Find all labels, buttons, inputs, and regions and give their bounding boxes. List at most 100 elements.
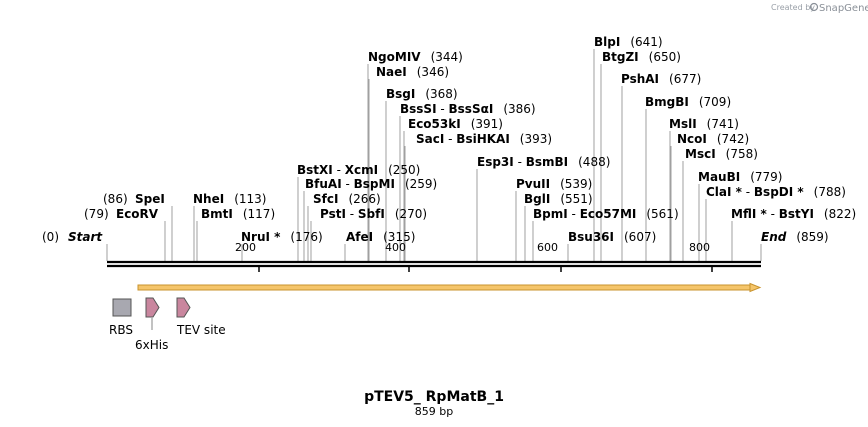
tev-arrow-icon — [176, 297, 191, 318]
site-pshai[interactable]: PshAI(677) — [621, 72, 701, 86]
site-name: BtgZI(650) — [602, 50, 681, 64]
site-name: NruI * (176) — [241, 230, 323, 244]
site-enzyme: Eco53kI — [408, 117, 461, 131]
site-bsu36i[interactable]: Bsu36I(607) — [568, 230, 656, 244]
site-eco53ki[interactable]: Eco53kI(391) — [408, 117, 503, 131]
site-nhei[interactable]: NheI (113) — [193, 192, 266, 206]
site-enzyme: BmgBI — [645, 95, 689, 109]
site-enzyme: EcoRV — [116, 207, 159, 221]
restriction-sites: (0)Start (79)EcoRV(86)SpeI NheI (113)BmtI(1… — [42, 35, 856, 244]
site-enzyme: NheI — [193, 192, 224, 206]
site-enzyme: BstYI — [779, 207, 814, 221]
site-name: PvuII(539) — [516, 177, 592, 191]
site-msci[interactable]: MscI (758) — [685, 147, 758, 161]
site-separator: - — [444, 132, 456, 146]
site-position: (488) — [578, 155, 610, 169]
site-enzyme: PstI — [320, 207, 346, 221]
site-enzyme: SfcI — [313, 192, 338, 206]
feature-label: RBS — [109, 323, 133, 337]
site-name: EcoRV — [116, 207, 159, 221]
site-spei[interactable]: (86)SpeI — [103, 192, 165, 206]
site-name: Eco53kI(391) — [408, 117, 503, 131]
sequence-name: pTEV5_ RpMatB_1 — [364, 389, 504, 405]
site-enzyme: SpeI — [135, 192, 165, 206]
site-leader-lines — [106, 49, 762, 261]
site-bmgbi[interactable]: BmgBI(709) — [645, 95, 731, 109]
site-enzyme: BglI — [524, 192, 550, 206]
site-separator: - — [742, 185, 754, 199]
site-separator: - — [514, 155, 526, 169]
site-enzyme: NaeI — [376, 65, 407, 79]
site-position: (346) — [417, 65, 449, 79]
feature-tev-site[interactable]: TEV site — [176, 297, 226, 337]
site-enzyme: BsmBI — [526, 155, 568, 169]
site-position: (315) — [383, 230, 415, 244]
site-btgzi[interactable]: BtgZI(650) — [602, 50, 681, 64]
site-enzyme: NruI * — [241, 230, 281, 244]
site-enzyme: SbfI — [358, 207, 385, 221]
site-afei[interactable]: AfeI(315) — [346, 230, 415, 244]
site-position: (386) — [503, 102, 535, 116]
credit-brand: SnapGene — [819, 3, 868, 14]
site-nrui[interactable]: NruI * (176) — [241, 230, 323, 244]
site-enzyme: BtgZI — [602, 50, 639, 64]
site-enzyme: BpmI — [533, 207, 568, 221]
site-position: (117) — [243, 207, 275, 221]
site-position: (113) — [234, 192, 266, 206]
site-enzyme: BspDI * — [754, 185, 804, 199]
site-maubi[interactable]: MauBI(779) — [698, 170, 782, 184]
site-mfli[interactable]: MflI * - BstYI(822) — [731, 207, 856, 221]
site-name: BglI(551) — [524, 192, 593, 206]
site-psti[interactable]: PstI - SbfI(270) — [320, 207, 427, 221]
site-end[interactable]: End(859) — [761, 230, 829, 244]
site-name: MslI(741) — [669, 117, 739, 131]
site-enzyme: BspMI — [354, 177, 395, 191]
site-esp3i[interactable]: Esp3I - BsmBI(488) — [477, 155, 610, 169]
site-bpmi[interactable]: BpmI - Eco57MI(561) — [533, 207, 679, 221]
site-enzyme: BsiHKAI — [456, 132, 510, 146]
site-name: MflI * - BstYI(822) — [731, 207, 856, 221]
site-ncoi[interactable]: NcoI(742) — [677, 132, 749, 146]
site-bgli[interactable]: BglI(551) — [524, 192, 593, 206]
site-clai[interactable]: ClaI * - BspDI *(788) — [706, 185, 846, 199]
site-name: BsgI(368) — [386, 87, 458, 101]
site-position: (266) — [348, 192, 380, 206]
site-name: BstXI - XcmI(250) — [297, 163, 420, 177]
site-saci[interactable]: SacI - BsiHKAI(393) — [416, 132, 552, 146]
orf-arrow[interactable] — [137, 282, 762, 293]
site-naei[interactable]: NaeI (346) — [376, 65, 449, 79]
site-bstxi[interactable]: BstXI - XcmI(250) — [297, 163, 420, 177]
site-bfuai[interactable]: BfuAI - BspMI(259) — [305, 177, 437, 191]
site-enzyme: ClaI * — [706, 185, 743, 199]
rbs-box-icon — [112, 298, 132, 317]
site-ecorv[interactable]: (79)EcoRV — [84, 207, 159, 221]
site-name: AfeI(315) — [346, 230, 415, 244]
site-name: End(859) — [761, 230, 829, 244]
site-enzyme: XcmI — [345, 163, 378, 177]
site-bsssi[interactable]: BssSI - BssSαI(386) — [400, 102, 536, 116]
site-position: (758) — [726, 147, 758, 161]
site-blpi[interactable]: BlpI(641) — [594, 35, 663, 49]
feature-6xhis[interactable]: 6xHis — [135, 297, 168, 352]
site-pvuii[interactable]: PvuII(539) — [516, 177, 592, 191]
site-enzyme: BssSI — [400, 102, 437, 116]
site-separator: - — [568, 207, 580, 221]
site-sfci[interactable]: SfcI (266) — [313, 192, 381, 206]
site-bmti[interactable]: BmtI(117) — [201, 207, 275, 221]
site-enzyme: MslI — [669, 117, 697, 131]
site-name: NcoI(742) — [677, 132, 749, 146]
site-start[interactable]: (0)Start — [42, 230, 103, 244]
site-name: SfcI (266) — [313, 192, 381, 206]
site-enzyme: MscI — [685, 147, 716, 161]
site-position: (176) — [290, 230, 322, 244]
site-bsgi[interactable]: BsgI(368) — [386, 87, 458, 101]
site-position: (0) — [42, 230, 59, 244]
feature-rbs[interactable]: RBS — [109, 298, 133, 337]
site-separator: - — [437, 102, 449, 116]
site-ngomiv[interactable]: NgoMIV(344) — [368, 50, 463, 64]
site-separator: - — [346, 207, 358, 221]
sequence-length: 859 bp — [415, 405, 453, 418]
site-separator: - — [333, 163, 345, 177]
site-name: NaeI (346) — [376, 65, 449, 79]
site-msli[interactable]: MslI(741) — [669, 117, 739, 131]
